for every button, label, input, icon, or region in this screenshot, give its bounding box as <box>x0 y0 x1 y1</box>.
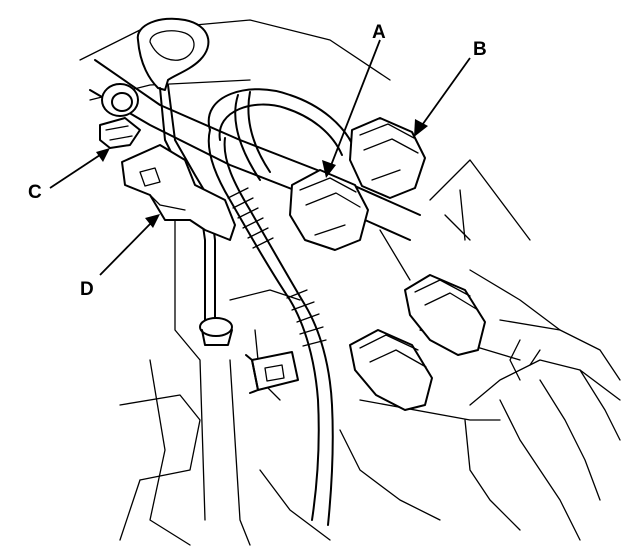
connector-a <box>289 169 369 251</box>
callout-label-c: C <box>28 182 42 203</box>
callout-label-d: D <box>80 279 94 300</box>
wire-harness <box>207 88 356 526</box>
connector-right-lower <box>349 329 433 411</box>
wire-harness-bracket <box>121 144 236 241</box>
callout-b: B <box>414 39 487 137</box>
callout-label-a: A <box>372 22 386 43</box>
pipe-clamp <box>99 117 141 149</box>
harness-clip <box>245 351 299 394</box>
callout-d: D <box>80 214 160 300</box>
callout-a: A <box>322 22 386 178</box>
connector-b <box>349 117 426 199</box>
callout-label-b: B <box>473 39 487 60</box>
engine-block-outline <box>79 19 621 546</box>
connector-right-upper <box>404 274 486 356</box>
callout-c: C <box>28 148 110 203</box>
